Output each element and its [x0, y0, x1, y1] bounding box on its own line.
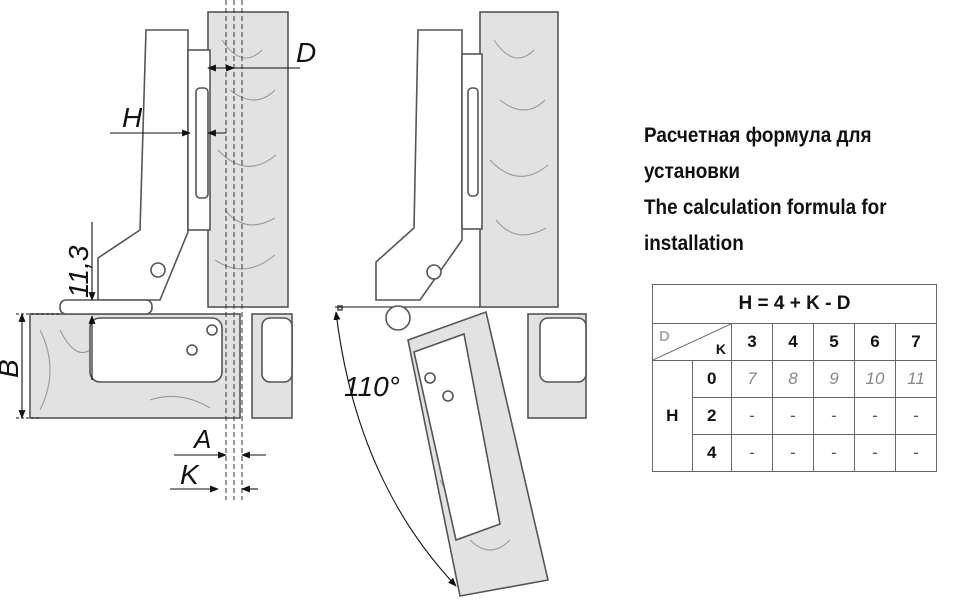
caption-ru-line-2: установки [644, 160, 740, 183]
label-b: B [0, 359, 24, 378]
h-value: 8 [772, 360, 814, 398]
right-cabinet-panel [335, 305, 587, 419]
h-value: - [731, 434, 773, 472]
h-value: 9 [813, 360, 855, 398]
corner-diagonal [653, 324, 731, 360]
label-h: H [122, 102, 143, 133]
caption-ru-line-1: Расчетная формула для [644, 124, 872, 147]
h-value: - [854, 434, 896, 472]
h-value: - [772, 434, 814, 472]
label-d: D [296, 37, 316, 68]
h-value: 7 [731, 360, 773, 398]
label-k: K [180, 459, 200, 490]
dimension-d: D [207, 37, 316, 72]
label-11-3: 11,3 [63, 245, 94, 298]
d-value-header: 3 [731, 323, 773, 361]
formula-cell: H = 4 + K - D [652, 284, 937, 324]
table-row: 2 - - - - - [653, 397, 937, 435]
dimension-11-3: 11,3 [63, 222, 96, 380]
dimension-k: K [170, 459, 258, 493]
reference-lines [225, 0, 243, 500]
d-value-header: 4 [772, 323, 814, 361]
hinge-installation-diagram: D H 11,3 B A K [0, 0, 587, 597]
right-hinge-arm [375, 29, 483, 331]
dimension-h: H [110, 102, 226, 137]
k-value: 2 [691, 397, 732, 435]
dimension-b: B [0, 313, 60, 419]
h-value: - [772, 397, 814, 435]
left-door-panel [207, 11, 289, 308]
h-row-header: H [652, 360, 693, 472]
h-value: 11 [895, 360, 937, 398]
d-value-header: 6 [854, 323, 896, 361]
k-value: 0 [691, 360, 732, 398]
opened-cabinet-panel [407, 310, 549, 597]
corner-k-label: K [715, 341, 726, 357]
caption-en-line-2: installation [644, 232, 744, 255]
left-cabinet-panel [29, 313, 293, 419]
caption-en-line-1: The calculation formula for [644, 196, 887, 219]
dimension-a: A [174, 424, 266, 459]
table-row: H 0 7 8 9 10 11 [652, 360, 937, 472]
h-value: - [895, 397, 937, 435]
table-row: 4 - - - - - [653, 434, 937, 472]
h-value: - [895, 434, 937, 472]
formula-caption: Расчетная формула для установки The calc… [644, 118, 914, 262]
h-value: - [813, 397, 855, 435]
h-value: - [813, 434, 855, 472]
corner-d-label: D [659, 328, 670, 345]
left-hinge-arm [59, 29, 218, 356]
label-a: A [192, 424, 211, 454]
h-value: - [854, 397, 896, 435]
opening-angle-arc: 110° [333, 311, 457, 587]
d-value-header: 7 [895, 323, 937, 361]
right-door-panel [479, 11, 559, 308]
formula-table: H = 4 + K - D D K 3 4 5 6 7 H 0 7 8 9 10… [652, 284, 937, 472]
h-value: 10 [854, 360, 896, 398]
k-value: 4 [691, 434, 732, 472]
label-angle: 110° [344, 371, 400, 402]
corner-header-cell: D K [652, 323, 732, 361]
h-value: - [731, 397, 773, 435]
d-value-header: 5 [813, 323, 855, 361]
